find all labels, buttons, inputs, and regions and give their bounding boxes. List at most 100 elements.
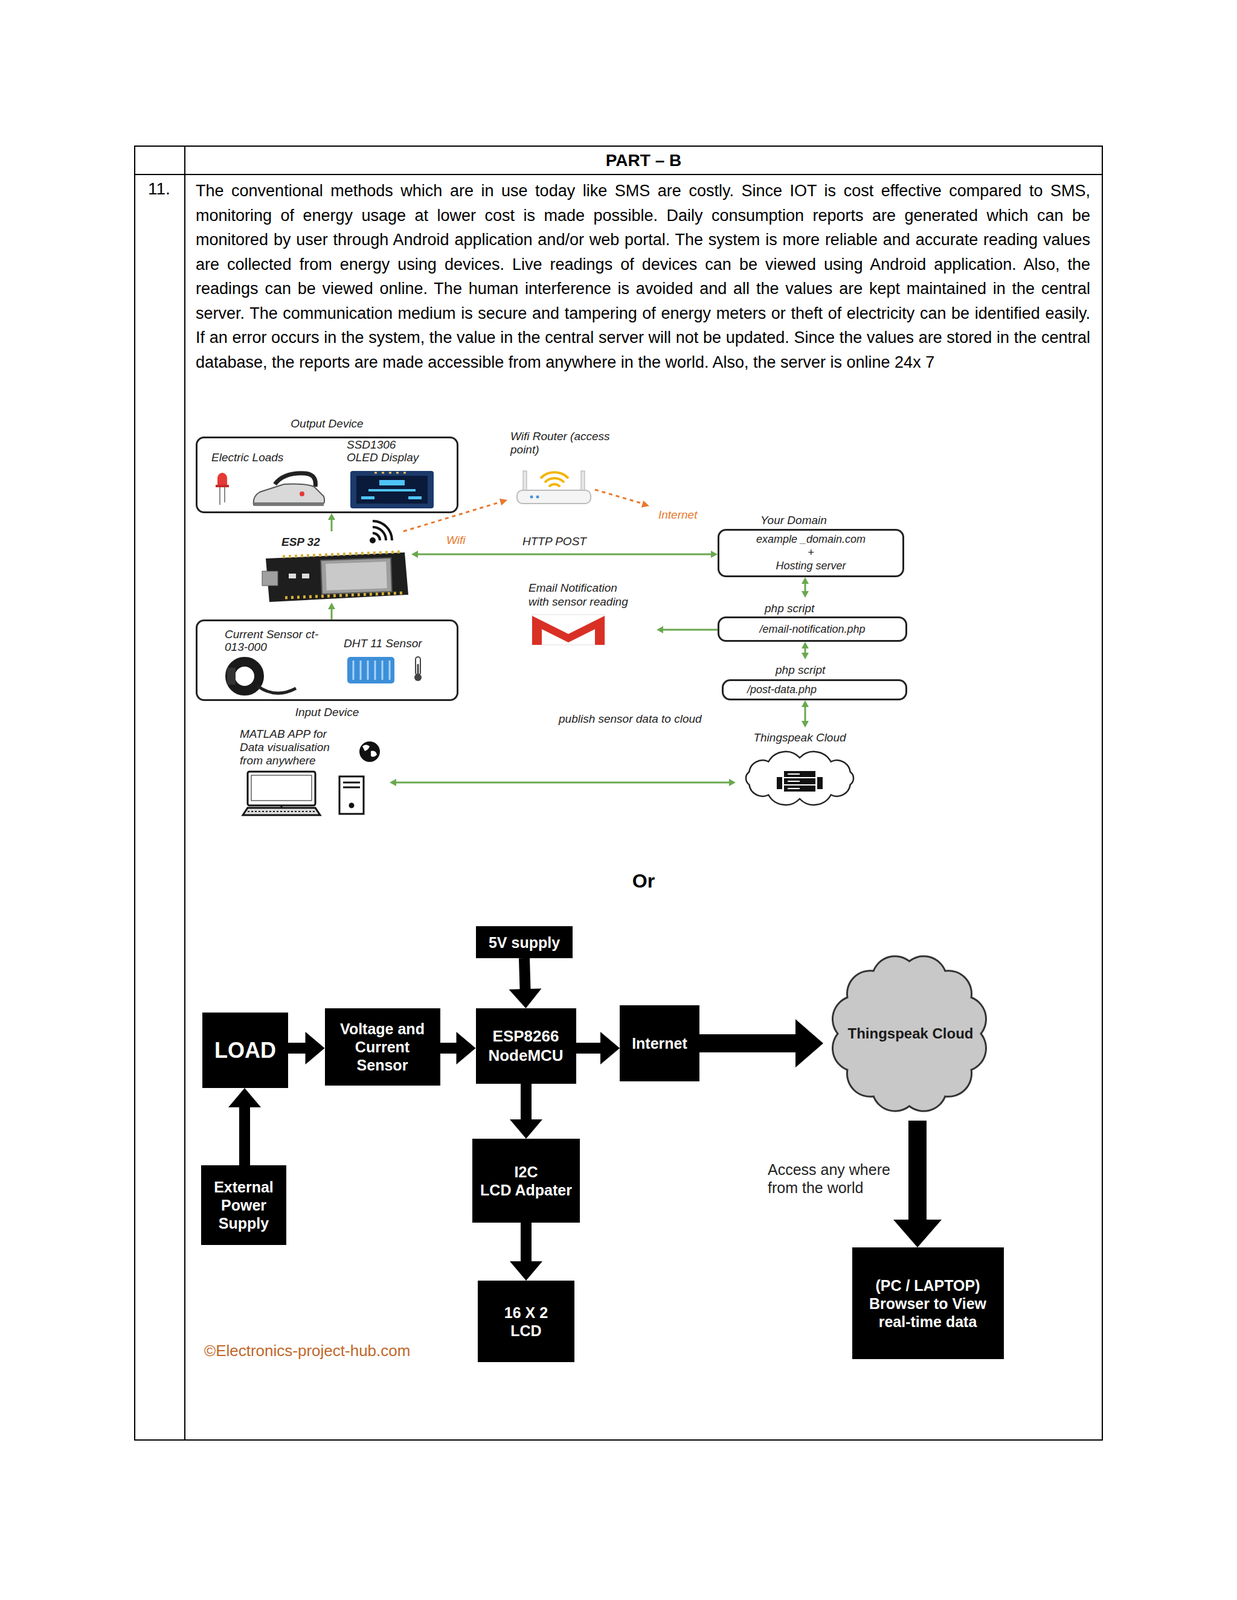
connector-line	[440, 1043, 459, 1054]
connector-line	[804, 706, 807, 722]
arrow-head	[801, 591, 809, 598]
computer-icon	[339, 776, 364, 815]
node-label: Thingspeak Cloud	[735, 730, 864, 746]
node-label: Input Device	[195, 705, 459, 720]
server-icon	[817, 777, 823, 790]
node-label: LCD Adpater	[480, 1181, 572, 1200]
flow-arrow	[411, 550, 718, 559]
oled-display-icon	[361, 496, 375, 500]
led-icon	[224, 487, 226, 503]
arrow-head	[729, 779, 736, 787]
flow-arrow	[327, 602, 336, 620]
arrow-head	[801, 577, 809, 585]
computer-icon	[247, 771, 316, 806]
computer-icon	[349, 803, 354, 808]
input-device-box: Current Sensor ct-013-000DHT 11 SensorIn…	[195, 619, 459, 723]
computer-icon	[242, 771, 364, 816]
gmail-icon	[532, 614, 605, 646]
current-sensor-icon	[227, 668, 236, 685]
connector-line	[908, 1121, 927, 1224]
table-grid	[134, 173, 1103, 176]
node-label: MATLAB APP for Data visualisation from a…	[239, 727, 349, 768]
node-label: Electric Loads	[211, 450, 315, 466]
matlab-pc: MATLAB APP for Data visualisation from a…	[238, 727, 390, 819]
flow-arrow	[801, 577, 809, 598]
load-box: LOAD	[202, 1012, 289, 1089]
router-link-arrow	[641, 500, 650, 508]
answer-paragraph: The conventional methods which are in us…	[195, 178, 1091, 375]
connector-line	[576, 1043, 603, 1054]
table-grid	[184, 146, 186, 1441]
server-icon	[776, 777, 783, 790]
node-label: I2C	[514, 1163, 539, 1182]
connector-line	[417, 553, 712, 556]
arrow-head	[893, 1220, 942, 1248]
led-icon	[217, 472, 228, 486]
viewer-box: (PC / LAPTOP) Browser to View real-time …	[852, 1247, 1004, 1360]
block-arrow	[288, 1032, 325, 1065]
arrow-head	[801, 652, 809, 660]
cloud-box: Thingspeak Cloud	[823, 947, 998, 1122]
arrow-head	[389, 779, 397, 787]
arrow-head	[600, 1032, 620, 1065]
table-header: PART – B	[184, 151, 1103, 171]
oled-display-icon	[379, 480, 405, 486]
node-label: LOAD	[214, 1037, 277, 1064]
watermark: ©Electronics-project-hub.com	[204, 1342, 422, 1361]
computer-icon	[251, 775, 312, 801]
cloud-shape	[832, 956, 986, 1112]
node-label: Email Notification with sensor reading	[528, 581, 635, 609]
server-icon	[787, 788, 800, 790]
router-icon	[530, 495, 534, 499]
esp32-board	[282, 552, 402, 557]
node-label: (PC / LAPTOP) Browser to View real-time …	[860, 1276, 997, 1332]
globe-icon	[362, 745, 377, 758]
node-label: 16 X 2 LCD	[492, 1304, 560, 1341]
node-label: 5V supply	[488, 933, 560, 952]
connector-line	[330, 608, 333, 620]
arrow-head	[795, 1019, 824, 1068]
iron-icon	[253, 484, 325, 506]
led-icon	[219, 487, 221, 505]
computer-icon	[247, 811, 316, 813]
block-arrow	[509, 1084, 543, 1140]
table-grid	[134, 146, 1103, 1441]
arrow-head	[228, 1088, 261, 1108]
arrow-head	[456, 1032, 476, 1065]
router-icon	[517, 490, 591, 504]
server-icon	[783, 771, 816, 778]
node-label: SSD1306 OLED Display	[346, 438, 426, 464]
dht11-sensor-icon	[353, 660, 390, 681]
edge-label: Access any where from the world	[765, 1160, 904, 1198]
supply-box: 5V supply	[475, 926, 573, 959]
arrow-head	[411, 550, 418, 559]
oled-display-icon	[374, 472, 411, 475]
esp32-board	[325, 561, 387, 591]
connector-line	[804, 583, 807, 592]
block-arrow	[576, 1032, 621, 1065]
edge-label: publish sensor data to cloud	[556, 712, 704, 727]
arrow-head	[801, 721, 809, 728]
connector-line	[395, 782, 730, 784]
globe-icon	[359, 741, 380, 763]
router-icon	[536, 495, 540, 499]
node-label: +	[717, 546, 905, 560]
node-label: DHT 11 Sensor	[343, 636, 447, 652]
node-label: ESP8266 NodeMCU	[483, 1027, 569, 1065]
internet-label: Internet	[658, 508, 725, 522]
dht11-sensor-icon	[347, 657, 395, 684]
wifi-symbol	[372, 533, 380, 541]
edge-label: HTTP POST	[520, 535, 589, 549]
or-separator: Or	[184, 869, 1103, 893]
computer-icon	[242, 808, 321, 816]
server-icon	[787, 773, 800, 775]
globe-icon	[359, 741, 380, 763]
esp32-board	[262, 571, 278, 586]
arrow-head	[509, 988, 542, 1009]
gmail-icon	[532, 614, 605, 646]
arrow-head	[656, 626, 664, 634]
wifi-symbol	[370, 521, 392, 543]
node-label: /post-data.php	[747, 683, 899, 697]
esp32-board	[262, 552, 409, 603]
router-link-arrow	[594, 489, 643, 504]
